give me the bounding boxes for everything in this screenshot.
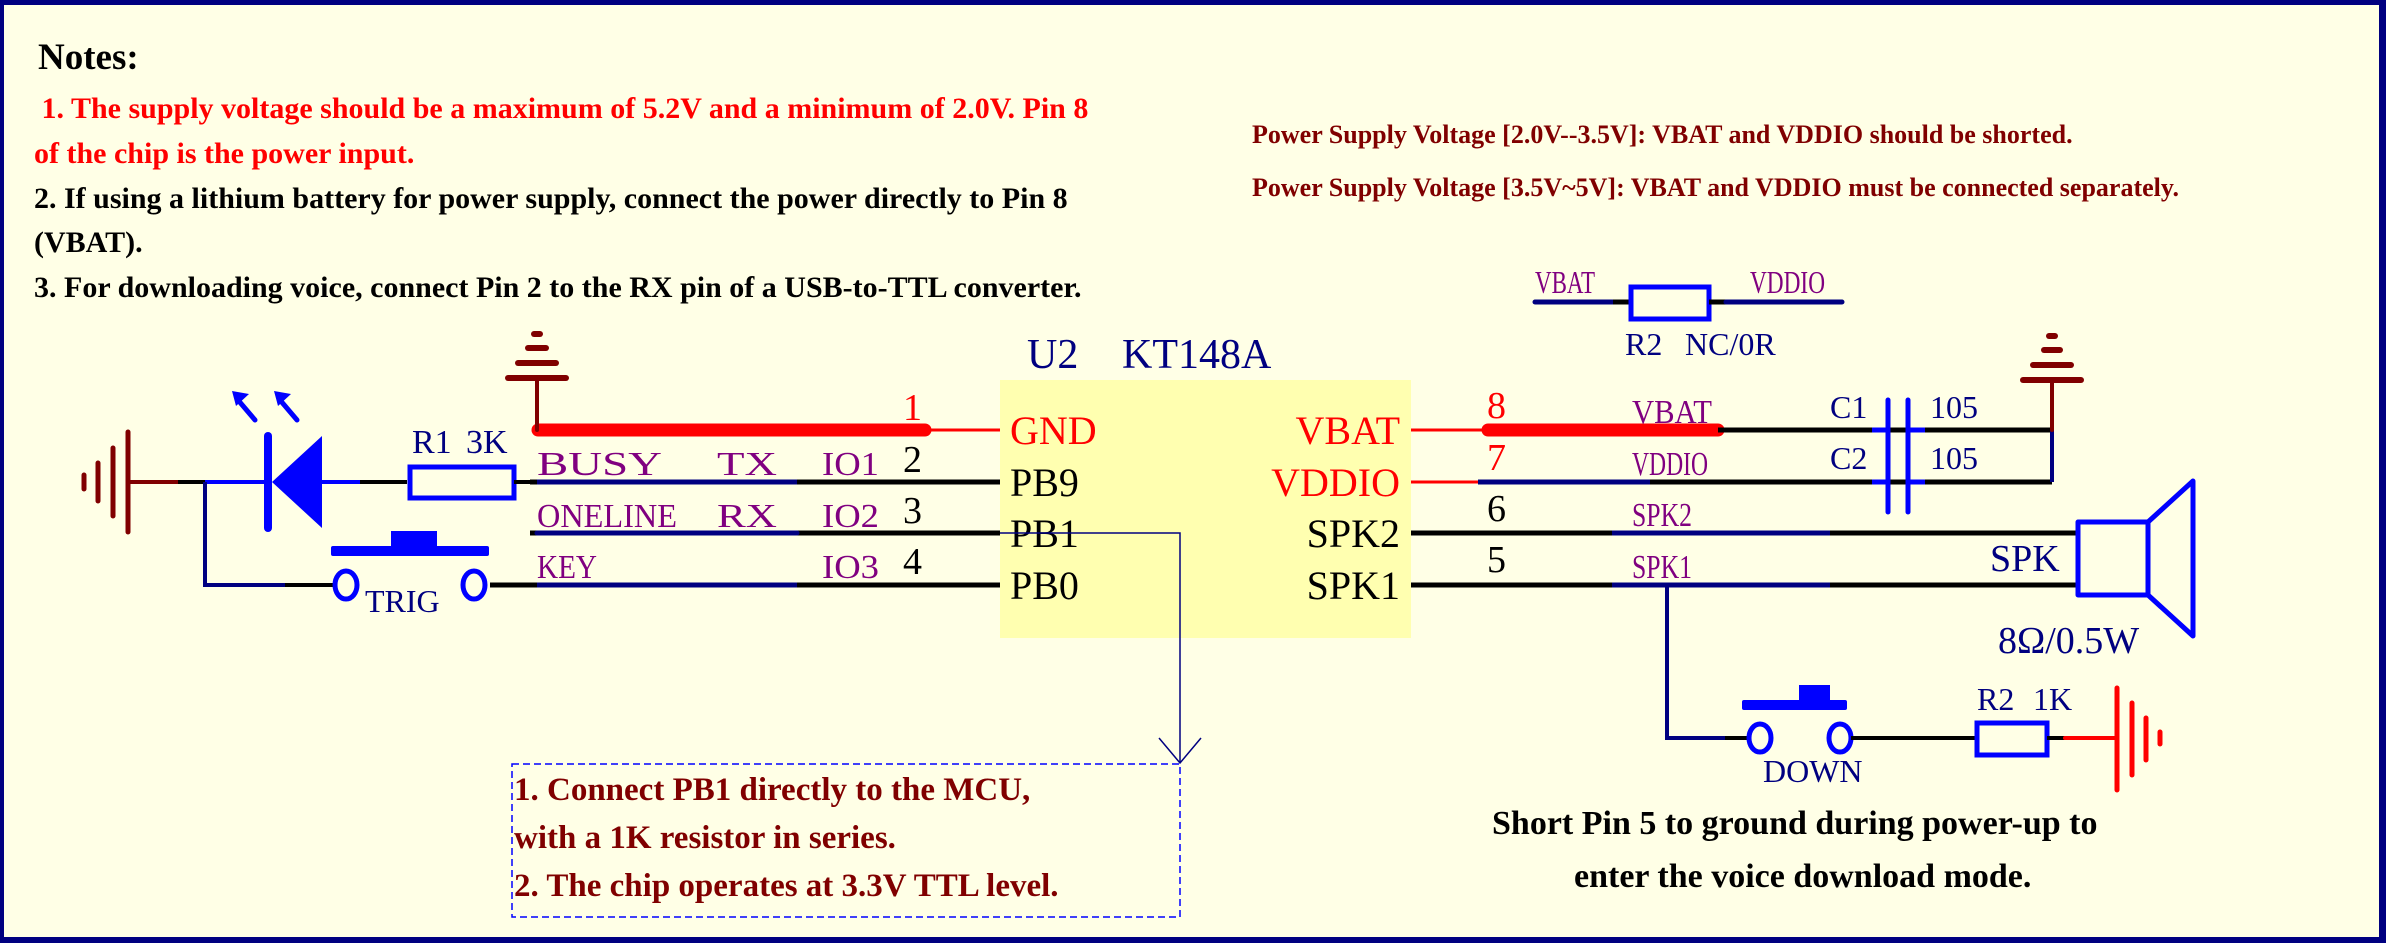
schematic-drawing: U2 KT148A GND PB9 PB1 PB0 VBAT VDDIO SPK… [81, 264, 2196, 918]
note-2-line-1: 2. If using a lithium battery for power … [34, 182, 1068, 215]
r2-bridge-left-net: VBAT [1535, 264, 1595, 300]
net-label-oneline: ONELINE [537, 498, 677, 535]
c2-value: 105 [1930, 440, 1978, 476]
pin-number-1: 1 [903, 387, 922, 429]
r1-value: 3K [466, 424, 508, 461]
note-3: 3. For downloading voice, connect Pin 2 … [34, 271, 1082, 304]
speaker-designator: SPK [1990, 538, 2060, 580]
download-note-line-1: Short Pin 5 to ground during power-up to [1492, 805, 2098, 842]
net-label-busy: BUSY [537, 446, 662, 483]
chip-body [1000, 380, 1411, 638]
net-label-io3: IO3 [822, 549, 879, 586]
capacitor-c1-c2-icon [1872, 397, 1925, 515]
c1-designator: C1 [1830, 389, 1867, 425]
pin-number-2: 2 [903, 439, 922, 481]
net-label-vddio: VDDIO [1632, 446, 1708, 483]
net-label-io1: IO1 [822, 446, 879, 483]
pin-number-7: 7 [1487, 437, 1506, 479]
note-1-line-1: 1. The supply voltage should be a maximu… [34, 92, 1089, 125]
pin-name-vddio: VDDIO [1271, 460, 1400, 505]
net-label-rx: RX [717, 498, 777, 535]
callout-line-2: with a 1K resistor in series. [514, 820, 896, 856]
pin-number-8: 8 [1487, 385, 1506, 427]
chip-designator: U2 [1027, 332, 1078, 378]
r2-bridge-designator: R2 [1625, 326, 1662, 362]
chip-part-number: KT148A [1122, 332, 1272, 378]
download-branch-wire[interactable] [1665, 585, 1725, 740]
pin-name-gnd: GND [1010, 408, 1097, 453]
power-note-separate: Power Supply Voltage [3.5V~5V]: VBAT and… [1252, 173, 2179, 202]
net-label-io2: IO2 [822, 498, 879, 535]
ground-symbol-top-left [505, 331, 569, 432]
led-icon [232, 391, 407, 532]
net-label-spk1: SPK1 [1632, 549, 1692, 586]
ground-symbol-bottom-right [2063, 685, 2163, 793]
r2-bridge-right-net: VDDIO [1750, 264, 1825, 300]
net-label-spk2: SPK2 [1632, 497, 1692, 534]
speaker-icon [2075, 478, 2196, 639]
trig-label: TRIG [365, 583, 440, 619]
net-label-tx: TX [717, 446, 777, 483]
resistor-r1-icon [407, 464, 537, 501]
callout-line-1: 1. Connect PB1 directly to the MCU, [514, 772, 1031, 808]
pin-number-4: 4 [903, 541, 922, 583]
pb1-callout-arrow [1158, 737, 1202, 765]
pb1-callout-leader [1000, 532, 1181, 763]
note-2-line-2: (VBAT). [34, 226, 143, 259]
pin-name-pb9: PB9 [1010, 460, 1079, 505]
resistor-r2-bridge-icon [1532, 284, 1845, 322]
ground-symbol-top-right [2020, 333, 2084, 432]
down-switch-icon[interactable] [1742, 685, 1854, 755]
down-label: DOWN [1763, 753, 1863, 789]
callout-line-3: 2. The chip operates at 3.3V TTL level. [514, 868, 1059, 904]
schematic-canvas: Notes: 1. The supply voltage should be a… [4, 5, 2379, 937]
net-label-vbat: VBAT [1632, 394, 1712, 431]
pin-name-spk1: SPK1 [1307, 563, 1400, 608]
pin-number-3: 3 [903, 490, 922, 532]
r2-bridge-value: NC/0R [1685, 326, 1776, 362]
pin-name-pb0: PB0 [1010, 563, 1079, 608]
notes-title: Notes: [38, 37, 139, 78]
trig-switch-icon[interactable] [331, 531, 489, 602]
power-note-shorted: Power Supply Voltage [2.0V--3.5V]: VBAT … [1252, 120, 2073, 149]
ground-symbol-left [81, 429, 180, 535]
resistor-r2-down-icon [1974, 720, 2065, 758]
pb1-callout-box [511, 763, 1181, 918]
pin-number-5: 5 [1487, 539, 1506, 581]
note-1-line-2: of the chip is the power input. [34, 137, 415, 170]
pin-number-6: 6 [1487, 488, 1506, 530]
r2-down-designator: R2 [1977, 681, 2014, 717]
net-label-key: KEY [537, 549, 597, 586]
c2-designator: C2 [1830, 440, 1867, 476]
pin-name-vbat: VBAT [1296, 408, 1400, 453]
r1-designator: R1 [412, 424, 452, 461]
pin-name-spk2: SPK2 [1307, 511, 1400, 556]
trig-return-wire[interactable] [203, 482, 285, 587]
download-note-line-2: enter the voice download mode. [1574, 858, 2032, 895]
c1-value: 105 [1930, 389, 1978, 425]
speaker-rating: 8Ω/0.5W [1998, 620, 2139, 662]
r2-down-value: 1K [2033, 681, 2072, 717]
